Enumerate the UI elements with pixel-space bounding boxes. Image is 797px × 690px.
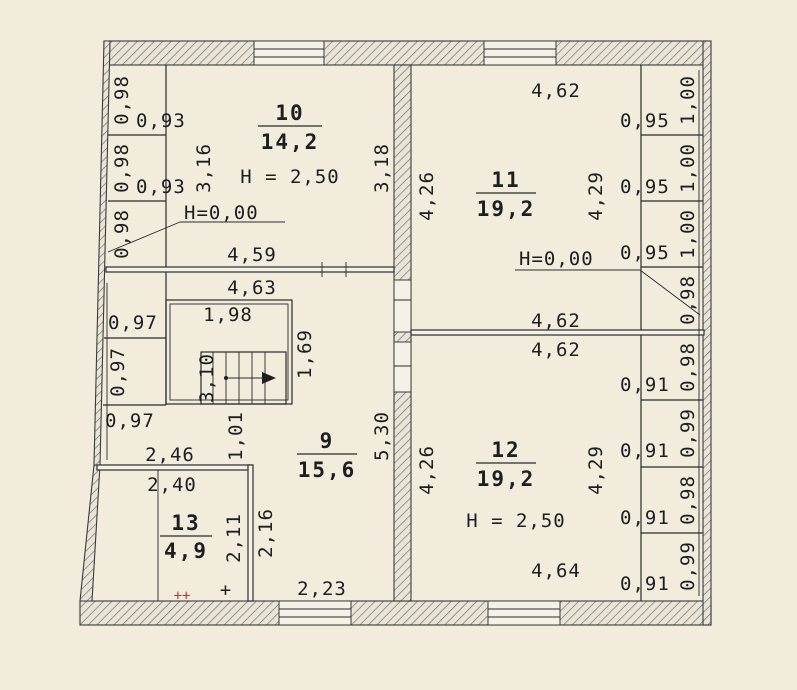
door-opening	[393, 279, 412, 333]
dimension-label: 0,98	[111, 209, 133, 259]
room-height: H = 2,50	[240, 166, 340, 188]
dimension-label: 0,98	[677, 275, 699, 325]
dimension-label: 0,91	[620, 573, 670, 595]
window	[487, 600, 561, 626]
dimension-label: 0,97	[108, 312, 158, 334]
left-wall-upper	[93, 40, 111, 466]
dimensions-horizontal: 4,59 0,93 0,93 4,62 4,62 0,95 0,95 0,95 …	[105, 80, 670, 600]
outer-walls	[79, 40, 712, 626]
dimension-label: 4,59	[227, 244, 277, 266]
dimension-label: 0,97	[105, 410, 155, 432]
central-wall	[393, 64, 412, 602]
dimension-label: 3,16	[193, 143, 215, 193]
room-area: 19,2	[477, 197, 536, 221]
dimension-label: 3,10	[196, 353, 218, 403]
dimension-label: 1,98	[203, 304, 253, 326]
room-area: 19,2	[477, 467, 536, 491]
dimension-label: 4,62	[531, 80, 581, 102]
partition-11-12	[410, 329, 705, 336]
dimension-label: 0,93	[136, 110, 186, 132]
dimension-label: 1,69	[294, 329, 316, 379]
room-height: H = 2,50	[466, 510, 566, 532]
dimension-label: 0,95	[620, 176, 670, 198]
room-number: 12	[491, 438, 520, 462]
dimension-label: 4,64	[531, 560, 581, 582]
room-9-label: 9 15,6	[297, 429, 357, 482]
room-number: 11	[491, 168, 520, 192]
left-wall-lower	[79, 464, 101, 602]
dimension-label: 2,40	[147, 474, 197, 496]
room-12-label: 12 19,2 H = 2,50	[466, 438, 566, 532]
stair-arrow-icon	[262, 372, 276, 384]
room-10-label: 10 14,2 H = 2,50	[240, 101, 340, 188]
dimension-label: 0,93	[136, 176, 186, 198]
room-number: 9	[320, 429, 335, 453]
dimension-label: 2,11	[223, 513, 245, 563]
dimension-label: 1,00	[677, 75, 699, 125]
dimension-label: 0,95	[620, 110, 670, 132]
dimension-label: 0,95	[620, 242, 670, 264]
room-area: 15,6	[298, 458, 357, 482]
dimension-label: 4,26	[416, 445, 438, 495]
dimension-label: 4,62	[531, 310, 581, 332]
dimension-label: 4,29	[585, 171, 607, 221]
plus-mark-red: ++	[174, 588, 191, 604]
door-opening	[393, 341, 412, 393]
room-area: 14,2	[261, 130, 320, 154]
partition-10-9	[105, 266, 395, 273]
dimension-label: 0,97	[107, 347, 129, 397]
dimension-label: 0,91	[620, 374, 670, 396]
window	[483, 40, 557, 66]
right-bays	[640, 65, 703, 601]
dimension-label: 1,01	[225, 411, 247, 461]
dimension-label: 0,91	[620, 440, 670, 462]
dimension-label: 1,00	[677, 143, 699, 193]
dimension-label: 0,98	[677, 342, 699, 392]
dimensions-vertical: 0,98 0,98 0,98 3,16 3,18 4,26 4,29 1,00 …	[107, 75, 699, 591]
dimension-label: 2,46	[145, 444, 195, 466]
dimension-label: 0,99	[677, 408, 699, 458]
dimension-label: 0,91	[620, 507, 670, 529]
room-number: 10	[275, 101, 304, 125]
dimension-label: 1,00	[677, 209, 699, 259]
interior-walls	[96, 64, 705, 602]
dimension-label: 5,30	[371, 411, 393, 461]
dimension-label: 4,29	[585, 445, 607, 495]
dimension-label: 0,98	[677, 475, 699, 525]
dimension-label: 3,18	[371, 143, 393, 193]
room-area: 4,9	[164, 539, 208, 563]
dimension-label: 2,23	[297, 578, 347, 600]
plus-mark: +	[220, 579, 232, 601]
room-13-label: 13 4,9	[160, 511, 212, 563]
windows	[253, 40, 561, 626]
dimension-label: 4,63	[227, 277, 277, 299]
top-wall	[103, 40, 708, 66]
dimension-label: 0,98	[111, 143, 133, 193]
window	[278, 600, 352, 626]
room-number: 13	[171, 511, 200, 535]
dimension-label: 4,26	[416, 171, 438, 221]
height-annotation: H=0,00	[184, 202, 259, 224]
staircase	[165, 299, 293, 405]
partition-13-right	[247, 464, 254, 602]
room-11-label: 11 19,2	[476, 168, 536, 221]
height-annotation: H=0,00	[519, 248, 594, 270]
window	[253, 40, 325, 66]
dimension-label: 4,62	[531, 339, 581, 361]
dimension-label: 2,16	[255, 508, 277, 558]
dimension-label: 0,99	[677, 541, 699, 591]
dimension-label: 0,98	[111, 75, 133, 125]
bottom-wall	[79, 600, 712, 626]
